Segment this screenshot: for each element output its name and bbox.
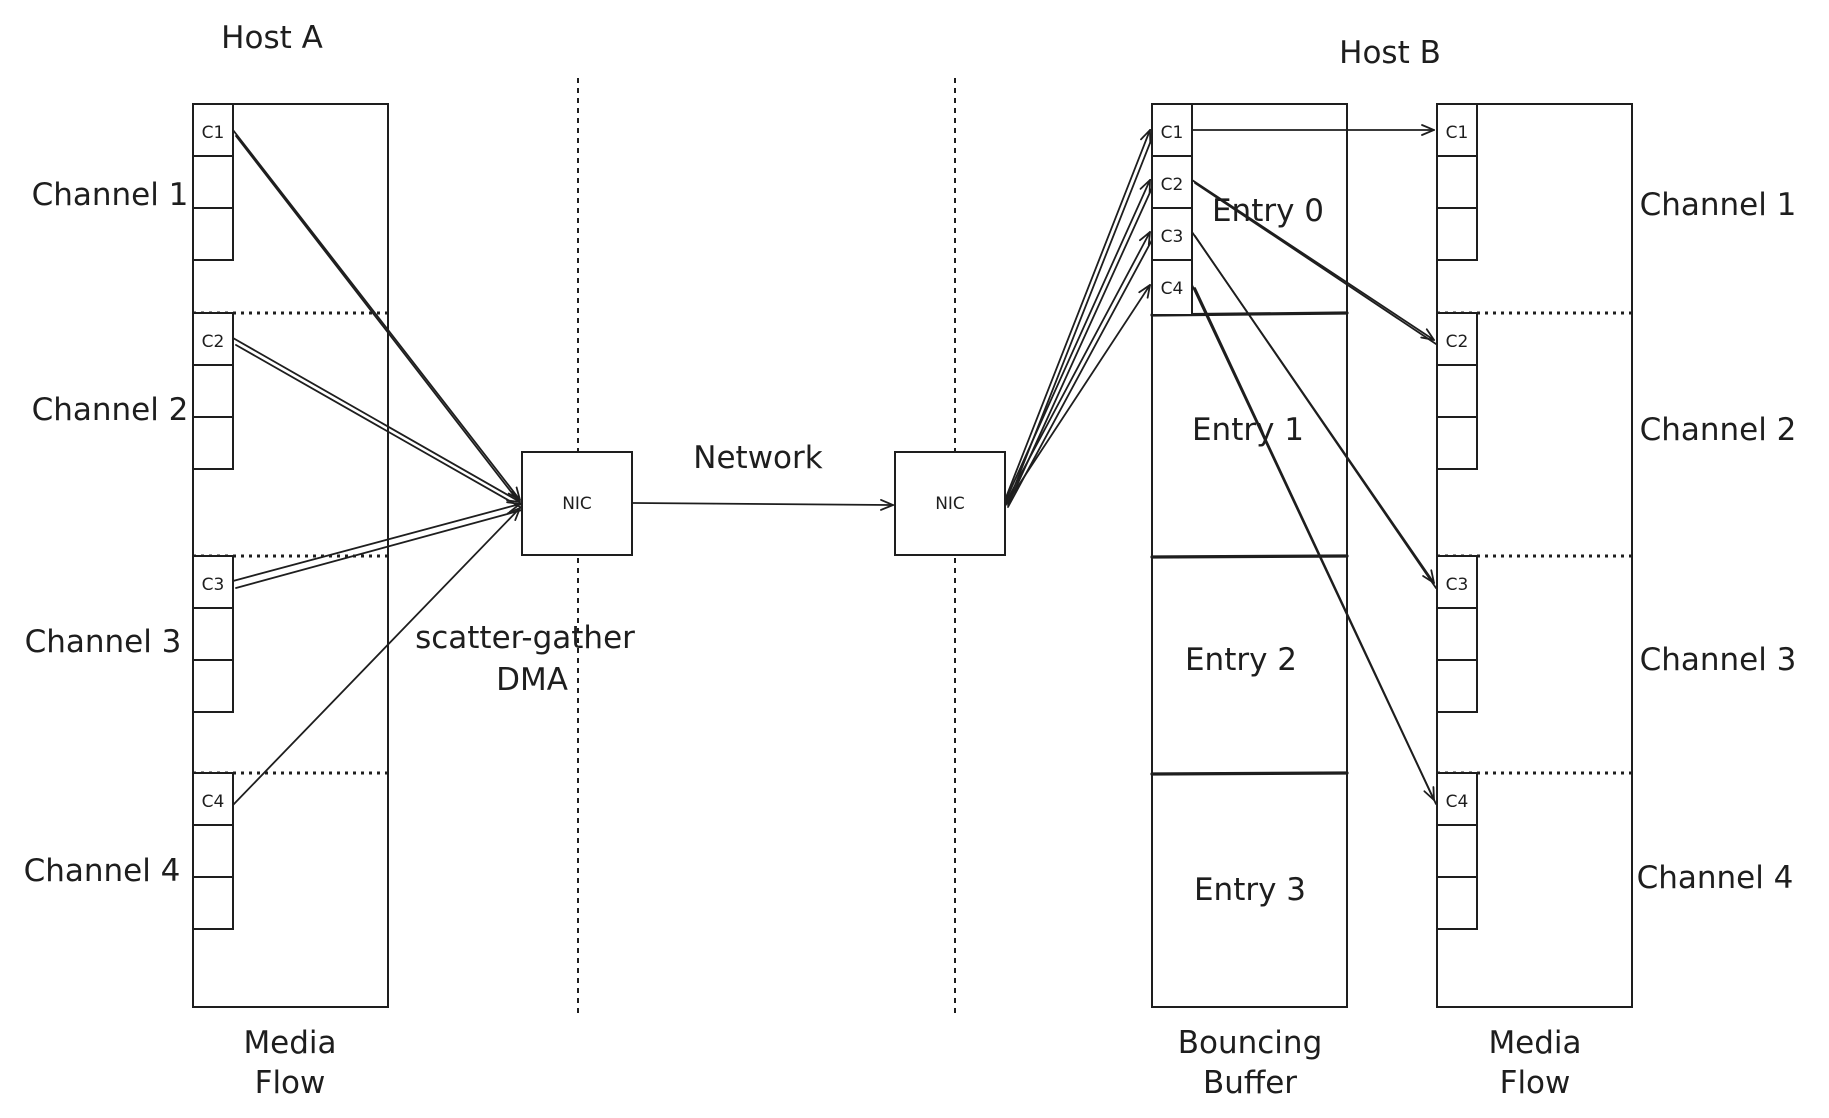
nic-left-label: NIC — [562, 494, 592, 514]
buffer-label-line-2: Buffer — [1203, 1065, 1297, 1101]
host-a-channel-1-label: Channel 1 — [32, 177, 189, 213]
host-b-channel-2-label: Channel 2 — [1640, 412, 1797, 448]
host-a-channel-3-stack — [192, 555, 234, 713]
buffer-chip-c2: C2 — [1161, 175, 1184, 195]
host-b-channel-2-stack — [1436, 312, 1478, 470]
host-a-channel-1-stack — [192, 103, 234, 261]
nic-left-box — [521, 451, 633, 556]
host-b-channel-3-label: Channel 3 — [1640, 642, 1797, 678]
host-b-channel-4-stack — [1436, 772, 1478, 930]
host-a-channel-4-label: Channel 4 — [24, 853, 181, 889]
nic-to-buffer-arrows — [1004, 130, 1153, 508]
nic-right-box — [894, 451, 1006, 556]
buffer-chip-c1: C1 — [1161, 123, 1184, 143]
host-b-channel-1-label: Channel 1 — [1640, 187, 1797, 223]
buffer-entry-divider-2 — [1150, 554, 1349, 559]
host-a-chip-c2: C2 — [202, 332, 225, 352]
host-a-chip-c4: C4 — [202, 792, 225, 812]
host-b-flow-label-line-1: Media — [1488, 1025, 1581, 1061]
host-a-chip-c1: C1 — [202, 123, 225, 143]
host-a-chip-c3: C3 — [202, 575, 225, 595]
host-b-flow-label-line-2: Flow — [1500, 1065, 1571, 1101]
host-b-chip-c1: C1 — [1446, 123, 1469, 143]
network-label: Network — [693, 440, 822, 476]
host-b-chip-c4: C4 — [1446, 792, 1469, 812]
dma-label-line-1: scatter-gather — [415, 620, 635, 656]
buffer-chip-c3: C3 — [1161, 227, 1184, 247]
entry-1-label: Entry 1 — [1192, 412, 1304, 448]
host-b-channel-1-stack — [1436, 103, 1478, 261]
entry-3-label: Entry 3 — [1194, 872, 1306, 908]
host-b-title: Host B — [1339, 35, 1441, 71]
host-a-dma-arrows — [232, 129, 523, 806]
host-b-channel-3-stack — [1436, 555, 1478, 713]
network-arrow — [632, 503, 893, 505]
host-a-channel-2-label: Channel 2 — [32, 392, 189, 428]
entry-2-label: Entry 2 — [1185, 642, 1297, 678]
host-a-channel-4-stack — [192, 772, 234, 930]
host-a-title: Host A — [221, 20, 323, 56]
buffer-chip-stack — [1151, 103, 1193, 316]
host-a-channel-2-stack — [192, 312, 234, 470]
host-a-flow-label-line-1: Media — [243, 1025, 336, 1061]
host-b-chip-c2: C2 — [1446, 332, 1469, 352]
dma-label-line-2: DMA — [496, 662, 568, 698]
buffer-entry-divider-3 — [1150, 771, 1349, 776]
buffer-to-channel-arrows — [1191, 130, 1437, 805]
buffer-label-line-1: Bouncing — [1178, 1025, 1323, 1061]
host-a-flow-label-line-2: Flow — [255, 1065, 326, 1101]
nic-right-label: NIC — [935, 494, 965, 514]
host-a-channel-3-label: Channel 3 — [25, 624, 182, 660]
entry-0-label: Entry 0 — [1212, 193, 1324, 229]
buffer-chip-c4: C4 — [1161, 279, 1184, 299]
host-b-channel-4-label: Channel 4 — [1637, 860, 1794, 896]
host-b-chip-c3: C3 — [1446, 575, 1469, 595]
